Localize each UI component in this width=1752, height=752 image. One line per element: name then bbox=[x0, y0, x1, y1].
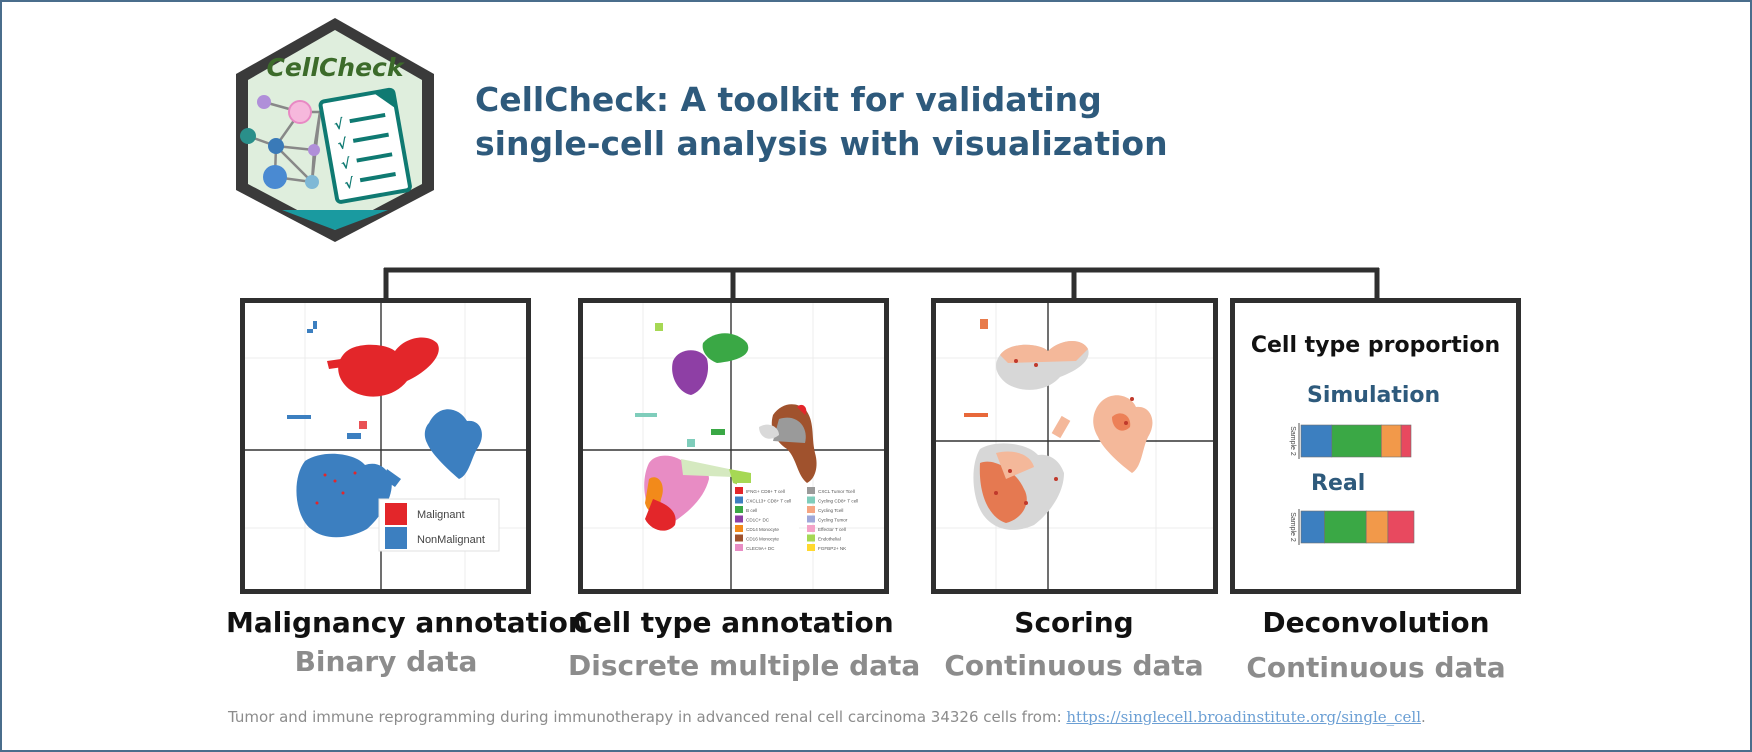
legend-swatch bbox=[807, 496, 815, 504]
legend-swatch bbox=[735, 534, 743, 542]
source-link[interactable]: https://singlecell.broadinstitute.org/si… bbox=[1066, 708, 1421, 726]
legend-swatch bbox=[735, 525, 743, 532]
real-axis-label: Sample 2 bbox=[1289, 512, 1296, 542]
real-stacked-bar: Sample 2 bbox=[1289, 509, 1415, 545]
legend-swatch bbox=[807, 534, 815, 542]
caption-title: Deconvolution bbox=[1262, 606, 1490, 639]
legend-label: Cycling Tumor bbox=[818, 518, 848, 523]
page-title: CellCheck: A toolkit for validating sing… bbox=[475, 78, 1275, 166]
legend-label: CXCL Tumor Tcell bbox=[818, 489, 855, 494]
svg-text:√: √ bbox=[336, 136, 349, 153]
bar-segment bbox=[1324, 510, 1367, 544]
legend-swatch bbox=[807, 515, 815, 523]
bar-segment bbox=[1387, 510, 1415, 544]
legend-label: CLEC9A+ DC bbox=[746, 546, 775, 551]
legend-label: Cycling Tcell bbox=[818, 508, 843, 513]
panel-scoring bbox=[931, 298, 1218, 594]
caption-title: Scoring bbox=[1014, 606, 1134, 639]
bar-segment bbox=[1300, 424, 1333, 458]
legend-malignant: Malignant bbox=[417, 509, 465, 521]
umap-malignancy-plot: Malignant NonMalignant bbox=[245, 303, 526, 589]
title-line-1: CellCheck: A toolkit for validating bbox=[475, 80, 1102, 119]
legend-label: FGFBP2+ NK bbox=[818, 546, 847, 551]
legend-swatch bbox=[807, 487, 815, 494]
svg-text:√: √ bbox=[340, 156, 353, 173]
title-line-2: single-cell analysis with visualization bbox=[475, 124, 1168, 163]
simulation-stacked-bar: Sample 2 bbox=[1289, 423, 1412, 459]
legend-label: CD14 Monocyte bbox=[746, 527, 779, 532]
caption-malignancy: Malignancy annotation Binary data bbox=[226, 606, 588, 678]
real-label: Real bbox=[1311, 471, 1366, 496]
legend-label: Effector T cell bbox=[818, 527, 846, 532]
simulation-label: Simulation bbox=[1307, 383, 1441, 408]
bar-segment bbox=[1400, 424, 1412, 458]
caption-cell-type: Cell type annotation Discrete multiple d… bbox=[568, 606, 921, 682]
checklist-icon: √ √ √ √ bbox=[318, 87, 412, 204]
legend-label: CD16 Monocyte bbox=[746, 537, 779, 542]
caption-subtitle: Discrete multiple data bbox=[568, 649, 921, 682]
legend-label: Endothelial bbox=[818, 537, 841, 542]
caption-title: Malignancy annotation bbox=[226, 606, 588, 639]
caption-subtitle: Continuous data bbox=[1246, 651, 1506, 684]
bar-segment bbox=[1300, 510, 1325, 544]
caption-deconvolution: Deconvolution Continuous data bbox=[1226, 606, 1526, 684]
umap-scoring-plot bbox=[936, 303, 1213, 589]
panel-deconvolution: Cell type proportion Simulation Real Sam… bbox=[1230, 298, 1521, 594]
caption-title: Cell type annotation bbox=[572, 606, 894, 639]
bar-segment bbox=[1365, 510, 1389, 544]
deconvolution-header: Cell type proportion bbox=[1250, 333, 1501, 358]
bar-segment bbox=[1331, 424, 1382, 458]
legend-swatch bbox=[807, 544, 815, 551]
footnote-end: . bbox=[1421, 708, 1426, 726]
legend-swatch bbox=[735, 515, 743, 523]
legend-swatch bbox=[735, 544, 743, 551]
simulation-axis-label: Sample 2 bbox=[1289, 426, 1296, 456]
legend-label: Cycling CD8+ T cell bbox=[818, 499, 858, 504]
legend-label: CXCL13+ CD8+ T cell bbox=[746, 499, 791, 504]
legend-swatch bbox=[735, 487, 743, 494]
legend-swatch bbox=[735, 496, 743, 504]
cellcheck-logo: CellCheck √ √ √ √ bbox=[236, 18, 434, 242]
caption-subtitle: Continuous data bbox=[944, 649, 1204, 682]
logo-text: CellCheck bbox=[267, 53, 405, 82]
legend-nonmalignant: NonMalignant bbox=[417, 534, 485, 546]
legend-label: CD1C+ DC bbox=[746, 518, 770, 523]
svg-text:√: √ bbox=[343, 175, 356, 192]
footnote-text: Tumor and immune reprogramming during im… bbox=[228, 708, 1067, 726]
bar-segment bbox=[1381, 424, 1402, 458]
source-footnote: Tumor and immune reprogramming during im… bbox=[228, 708, 1426, 726]
legend-label: IFNG+ CD8+ T cell bbox=[746, 489, 785, 494]
legend-swatch bbox=[807, 506, 815, 513]
panel-malignancy: Malignant NonMalignant bbox=[240, 298, 531, 594]
connector-tree bbox=[383, 267, 1380, 302]
legend-label: B cell bbox=[746, 508, 757, 513]
caption-subtitle: Binary data bbox=[294, 645, 478, 678]
svg-text:√: √ bbox=[333, 116, 346, 133]
network-nodes bbox=[240, 95, 320, 189]
legend-swatch bbox=[807, 525, 815, 532]
caption-scoring: Scoring Continuous data bbox=[924, 606, 1224, 682]
legend-swatch bbox=[735, 506, 743, 513]
